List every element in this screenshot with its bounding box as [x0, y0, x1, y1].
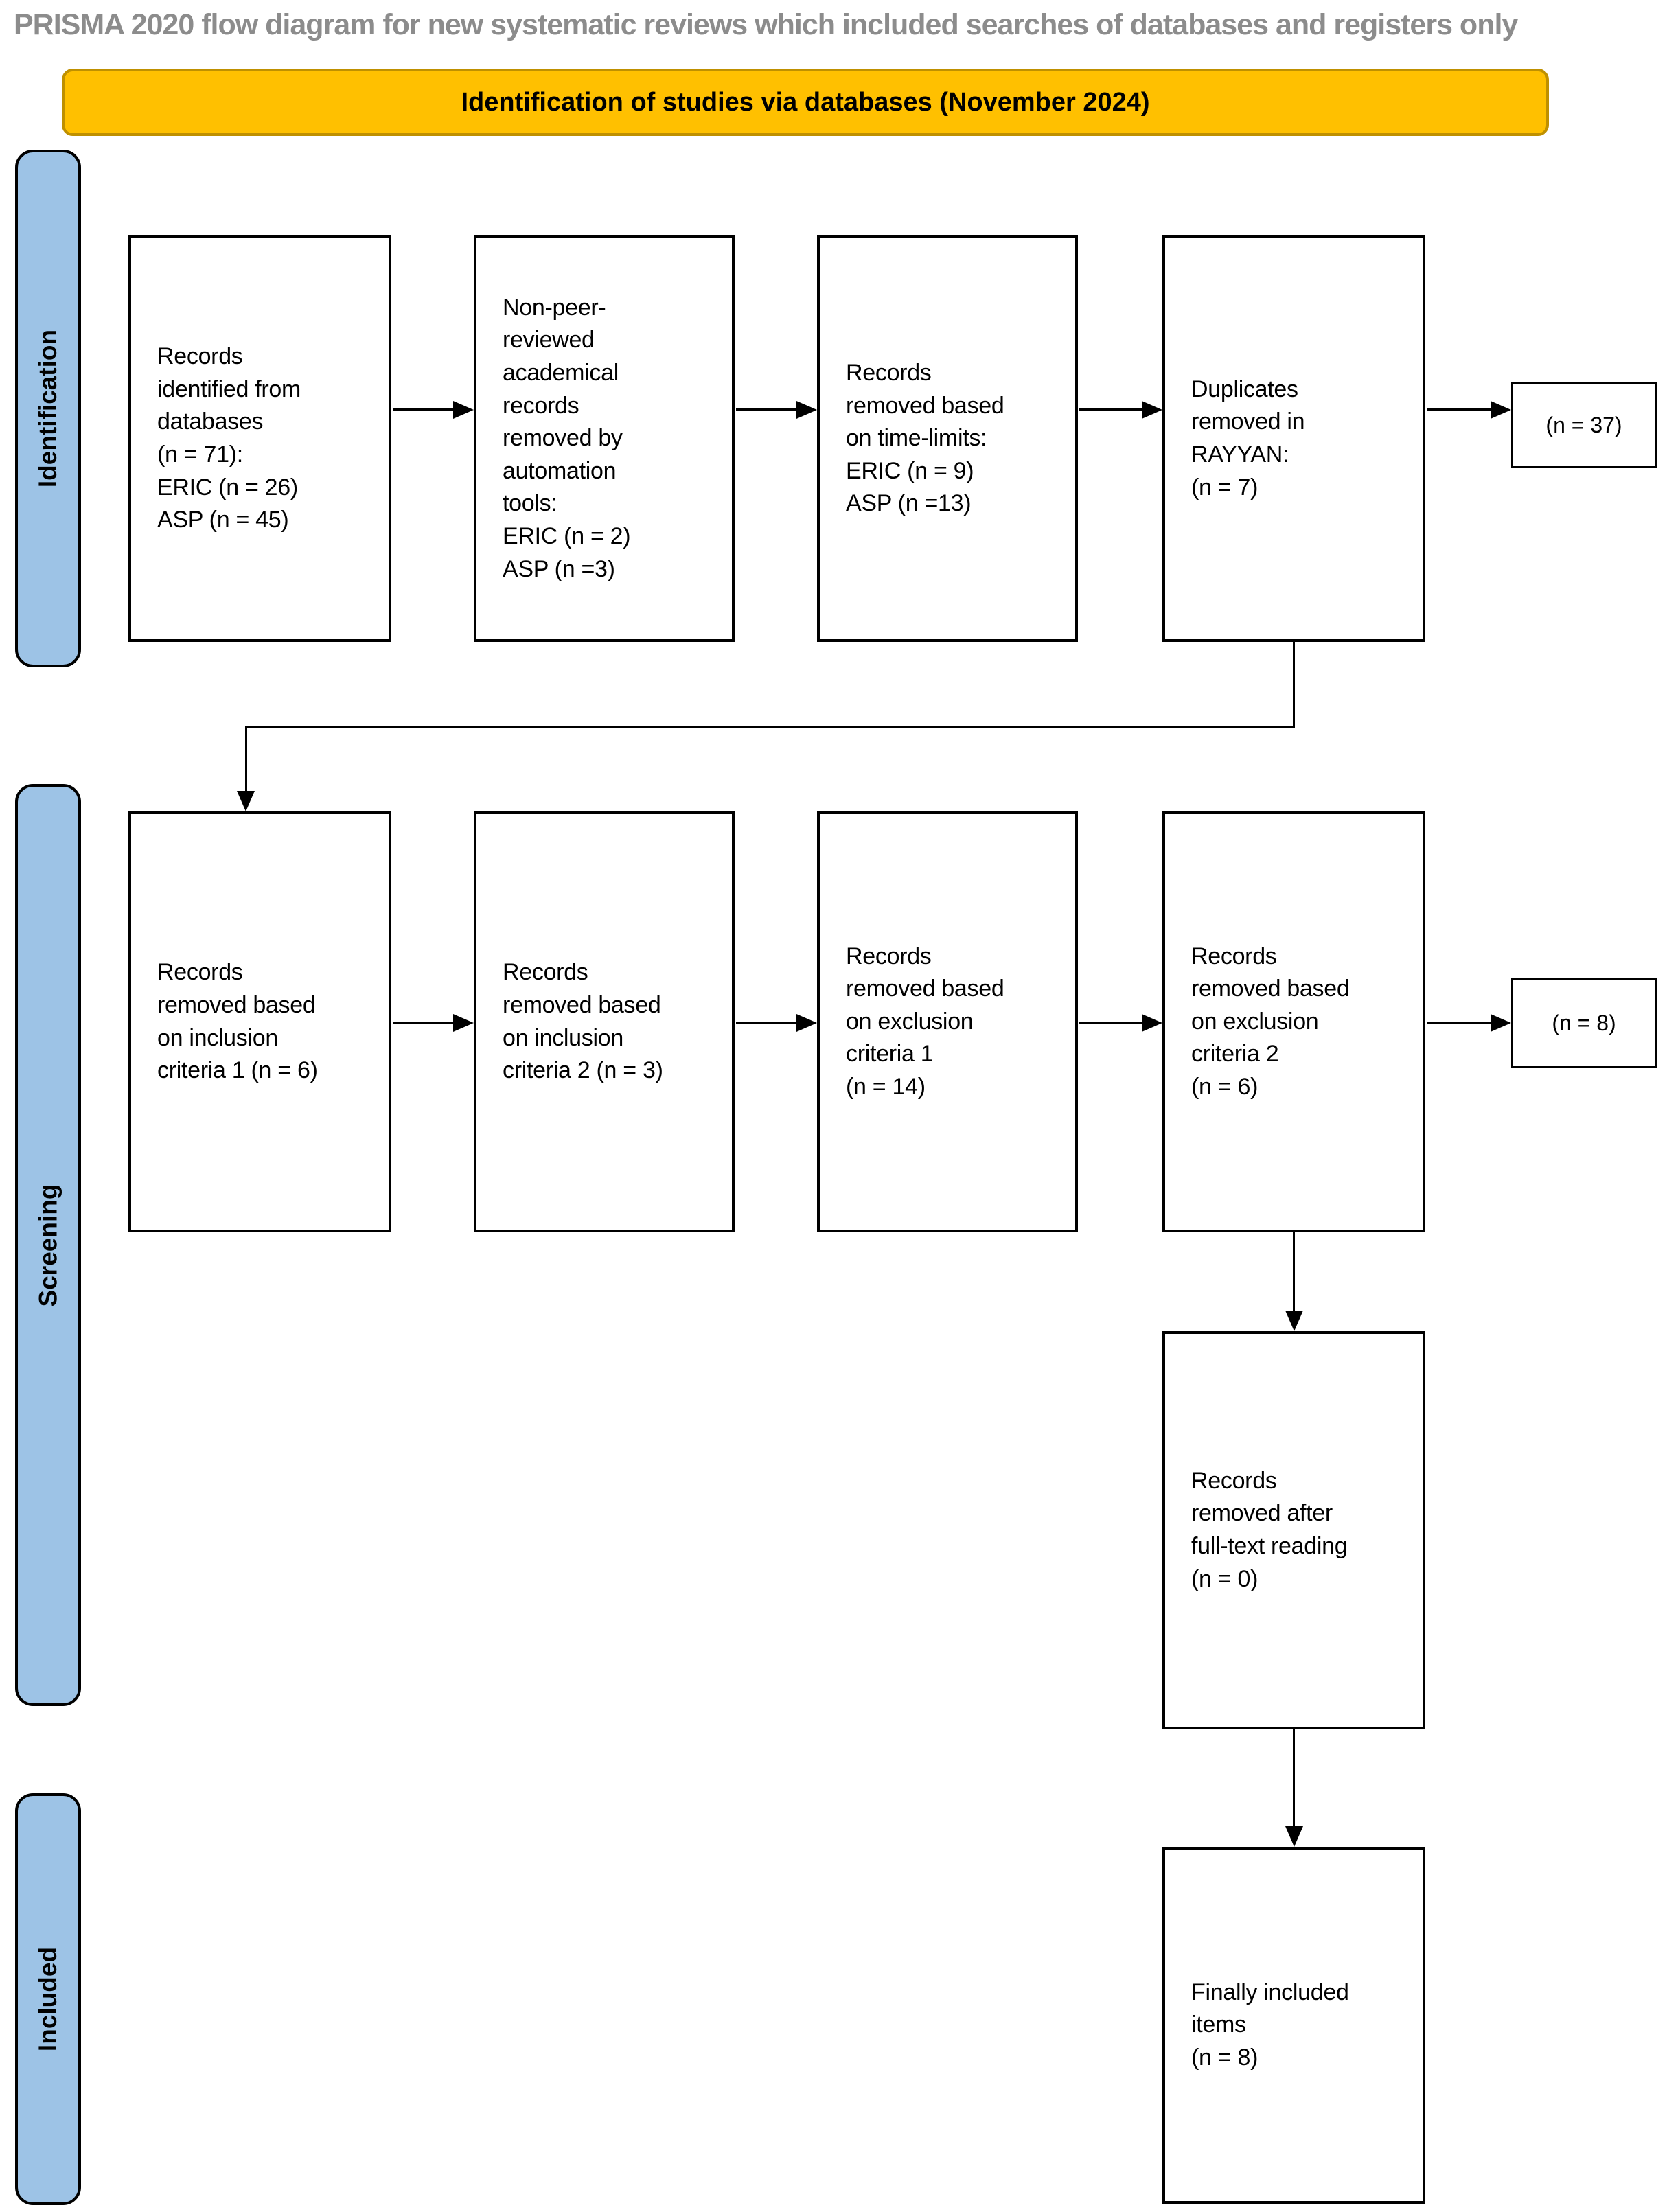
arrow-nonpeer-to-timelimits-head	[796, 401, 817, 419]
box-inclusion-criteria-2: Records removed based on inclusion crite…	[474, 811, 735, 1232]
banner-label: Identification of studies via databases …	[461, 87, 1150, 117]
box-count-after-screening: (n = 8)	[1511, 978, 1657, 1068]
box-inclusion-criteria-1-text: Records removed based on inclusion crite…	[157, 959, 318, 1084]
arrow-identified-to-nonpeer-head	[453, 401, 474, 419]
box-duplicates-removed-text: Duplicates removed in RAYYAN: (n = 7)	[1191, 376, 1305, 500]
stage-label-identification: Identification	[34, 329, 62, 488]
box-count-after-identification: (n = 37)	[1511, 382, 1657, 468]
box-inclusion-criteria-1: Records removed based on inclusion crite…	[128, 811, 391, 1232]
arrow-exclusion2-to-fulltext-line	[1293, 1232, 1295, 1312]
arrow-duplicates-to-count-line	[1427, 408, 1492, 411]
box-fulltext-removed: Records removed after full-text reading …	[1162, 1331, 1425, 1729]
elbow-duplicates-to-screening-segment2	[245, 726, 1295, 728]
arrow-timelimits-to-duplicates-line	[1079, 408, 1143, 411]
box-finally-included-text: Finally included items (n = 8)	[1191, 1979, 1349, 2071]
box-time-limits-removed: Records removed based on time-limits: ER…	[817, 235, 1078, 642]
arrow-timelimits-to-duplicates-head	[1142, 401, 1162, 419]
diagram-title: PRISMA 2020 flow diagram for new systema…	[14, 8, 1518, 41]
arrow-identified-to-nonpeer-line	[393, 408, 455, 411]
elbow-duplicates-to-screening-head	[237, 791, 255, 811]
box-exclusion-criteria-1-text: Records removed based on exclusion crite…	[846, 943, 1004, 1100]
arrow-inclusion2-to-exclusion1-line	[736, 1022, 798, 1024]
box-exclusion-criteria-1: Records removed based on exclusion crite…	[817, 811, 1078, 1232]
stage-label-screening: Screening	[34, 1184, 62, 1306]
box-fulltext-removed-text: Records removed after full-text reading …	[1191, 1467, 1348, 1592]
box-non-peer-reviewed-removed-text: Non-peer- reviewed academical records re…	[503, 294, 631, 582]
banner: Identification of studies via databases …	[62, 69, 1549, 136]
elbow-duplicates-to-screening-segment3	[245, 726, 247, 791]
stage-bar-identification: Identification	[15, 150, 81, 667]
arrow-exclusion1-to-exclusion2-line	[1079, 1022, 1143, 1024]
box-records-identified: Records identified from databases (n = 7…	[128, 235, 391, 642]
arrow-inclusion2-to-exclusion1-head	[796, 1014, 817, 1032]
arrow-inclusion1-to-inclusion2-line	[393, 1022, 455, 1024]
arrow-exclusion2-to-fulltext-head	[1285, 1311, 1303, 1331]
arrow-nonpeer-to-timelimits-line	[736, 408, 798, 411]
arrow-duplicates-to-count-head	[1491, 401, 1511, 419]
arrow-inclusion1-to-inclusion2-head	[453, 1014, 474, 1032]
stage-bar-screening: Screening	[15, 784, 81, 1706]
box-exclusion-criteria-2: Records removed based on exclusion crite…	[1162, 811, 1425, 1232]
box-duplicates-removed: Duplicates removed in RAYYAN: (n = 7)	[1162, 235, 1425, 642]
box-inclusion-criteria-2-text: Records removed based on inclusion crite…	[503, 959, 663, 1084]
stage-label-included: Included	[34, 1946, 62, 2052]
box-count-after-identification-text: (n = 37)	[1545, 412, 1622, 437]
box-records-identified-text: Records identified from databases (n = 7…	[157, 343, 301, 533]
arrow-fulltext-to-finally-head	[1285, 1826, 1303, 1847]
box-count-after-screening-text: (n = 8)	[1552, 1010, 1616, 1035]
box-exclusion-criteria-2-text: Records removed based on exclusion crite…	[1191, 943, 1350, 1100]
box-time-limits-removed-text: Records removed based on time-limits: ER…	[846, 360, 1004, 517]
arrow-exclusion2-to-count-head	[1491, 1014, 1511, 1032]
stage-bar-included: Included	[15, 1793, 81, 2205]
arrow-exclusion1-to-exclusion2-head	[1142, 1014, 1162, 1032]
box-finally-included: Finally included items (n = 8)	[1162, 1847, 1425, 2204]
arrow-exclusion2-to-count-line	[1427, 1022, 1492, 1024]
box-non-peer-reviewed-removed: Non-peer- reviewed academical records re…	[474, 235, 735, 642]
arrow-fulltext-to-finally-line	[1293, 1729, 1295, 1828]
elbow-duplicates-to-screening-segment1	[1293, 642, 1295, 728]
